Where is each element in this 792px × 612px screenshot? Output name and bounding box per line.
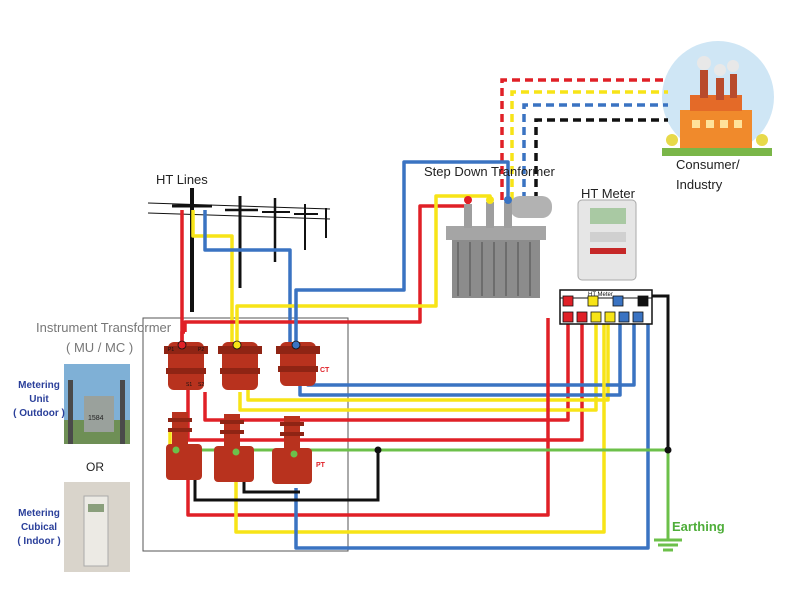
metering-unit-photo — [64, 364, 130, 444]
potential-transformers — [166, 412, 312, 484]
metering-cubical-label-3: ( Indoor ) — [17, 536, 61, 547]
metering-cubical-photo — [64, 482, 130, 572]
mu-mc-label: ( MU / MC ) — [66, 340, 134, 355]
consumer-label-line1: Consumer/ — [676, 157, 740, 172]
meter-wiring — [168, 302, 650, 550]
meter-terminals — [562, 295, 649, 323]
instrument-transformer-label: Instrument Transformer — [36, 320, 172, 335]
consumer-industry-icon — [662, 41, 774, 156]
consumer-supply-lines — [500, 78, 668, 200]
ct-label: CT — [320, 367, 330, 374]
consumer-label-line2: Industry — [676, 177, 723, 192]
metering-unit-label-3: ( Outdoor ) — [13, 408, 65, 419]
or-label: OR — [86, 460, 104, 474]
current-transformers — [164, 340, 320, 390]
metering-cubical-label-1: Metering — [18, 508, 60, 519]
p2-label-ct1: P2 — [198, 347, 204, 353]
ht-meter-plate-label: HT Meter — [588, 292, 613, 298]
metering-cubical-label-2: Cubical — [20, 522, 58, 533]
ht-meter-label: HT Meter — [581, 186, 635, 201]
ht-lines-label: HT Lines — [156, 172, 208, 187]
instrument-transformer-box — [142, 317, 349, 552]
unit-plate-label: 1584 — [88, 415, 104, 422]
earthing-label: Earthing — [672, 519, 725, 534]
p1-label-ct1: P1 — [168, 347, 174, 353]
pt-label: PT — [316, 462, 326, 469]
metering-unit-label-2: Unit — [29, 394, 49, 405]
metering-unit-label-1: Metering — [18, 380, 60, 391]
step-down-transformer-icon — [446, 196, 552, 298]
s1-label-ct1: S1 — [186, 382, 192, 388]
black-wiring — [193, 294, 672, 502]
step-down-transformer-label: Step Down Tranformer — [424, 164, 555, 179]
s2-label-ct1: S2 — [198, 382, 204, 388]
